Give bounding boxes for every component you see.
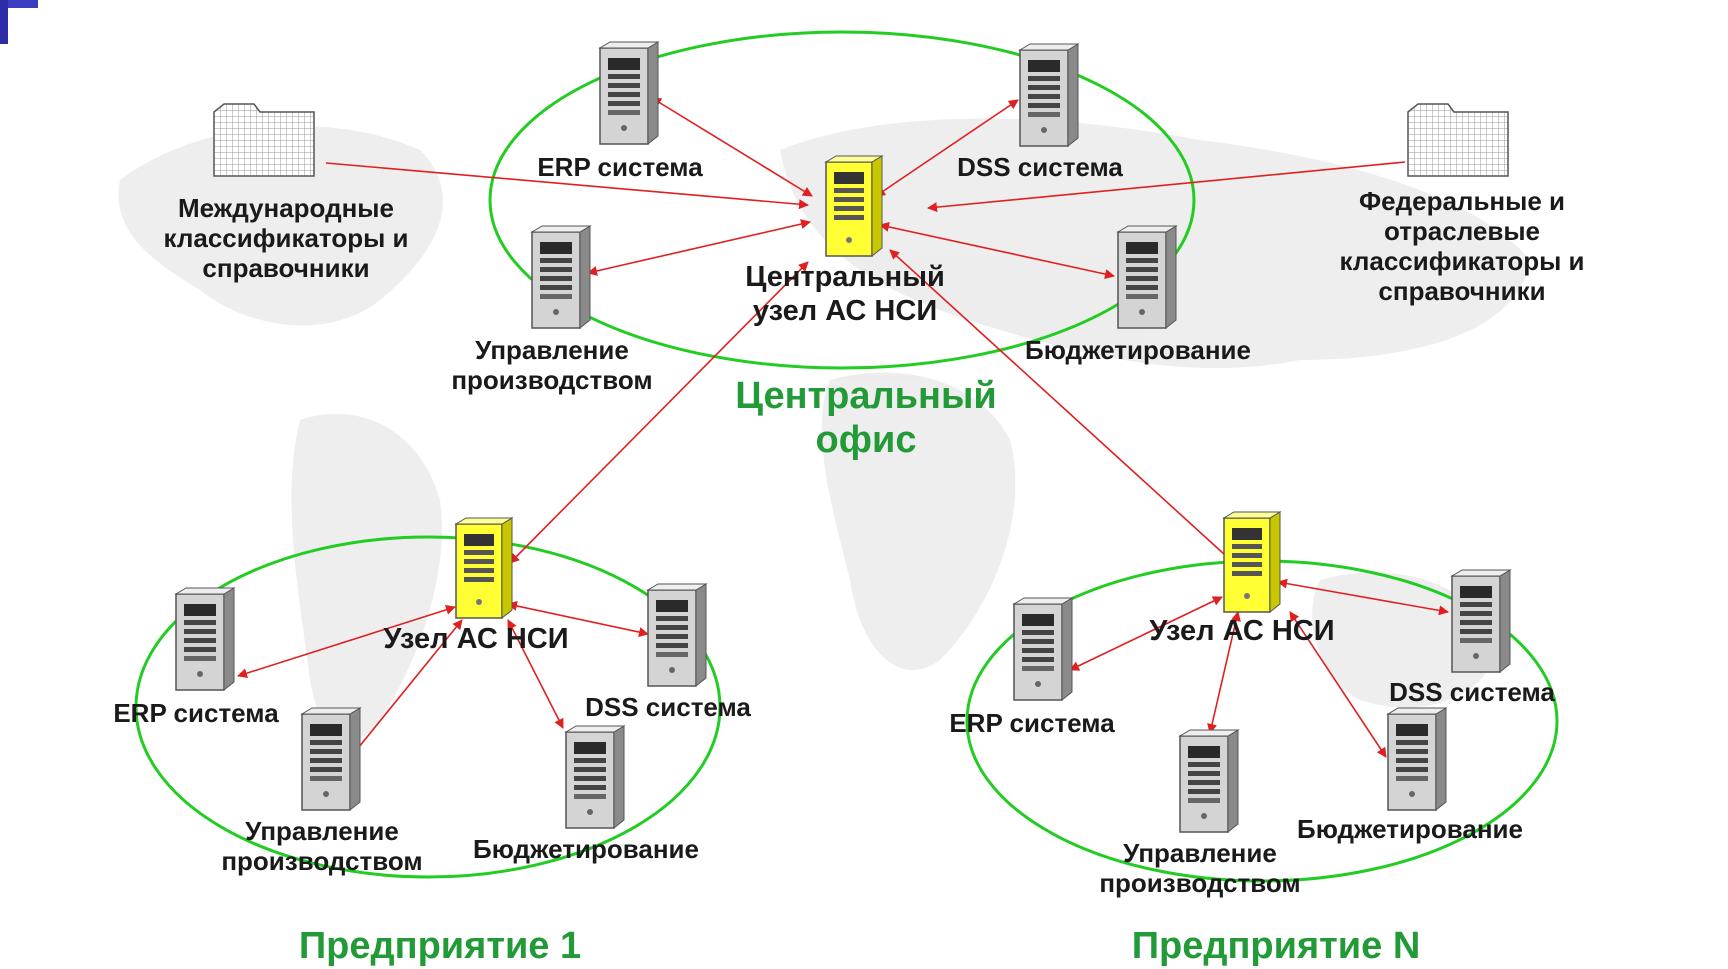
arrow-e1-dss	[507, 600, 649, 638]
e1-dss-label: DSS система	[585, 692, 751, 722]
arrow-central-erp	[651, 97, 813, 197]
en-prod-label-line2: производством	[1099, 868, 1301, 898]
e1-prod-label-line2: производством	[221, 846, 423, 876]
arrow-fed-to-central	[927, 161, 1406, 213]
server-icon	[1451, 569, 1511, 673]
central-prod-label-line1: Управление	[475, 335, 629, 365]
central-office-title-line2: офис	[815, 419, 917, 461]
central-office-ellipse	[488, 30, 1196, 370]
enterprise-n-title: Предприятие N	[1131, 925, 1421, 967]
central-office-title-line1: Центральный	[735, 375, 997, 417]
central-budget-label: Бюджетирование	[1025, 335, 1251, 365]
enterprise-1-title: Предприятие 1	[298, 925, 582, 967]
fed-ref-label-line1: Федеральные и	[1358, 186, 1566, 216]
fed-ref-label-line3: классификаторы и	[1339, 246, 1585, 276]
fed-ref-label-line2: отраслевые	[1383, 216, 1541, 246]
en-prod-label-line1: Управление	[1123, 838, 1277, 868]
intl-ref-label: Международные классификаторы и справочни…	[164, 193, 409, 283]
central-node-label-line2: узел АС НСИ	[752, 295, 938, 327]
e1-erp-label: ERP система	[113, 698, 279, 728]
arrow-en-prod	[1207, 611, 1241, 734]
central-prod-label: Управление производством	[451, 335, 652, 395]
en-budget-label: Бюджетирование	[1297, 814, 1523, 844]
fed-ref-label-line4: справочники	[1378, 276, 1546, 306]
server-icon	[599, 41, 659, 145]
server-icon	[1117, 225, 1177, 329]
intl-ref-label-line3: справочники	[202, 253, 370, 283]
hub-server-icon	[825, 155, 883, 257]
arrow-e1-budget	[507, 619, 564, 729]
server-icon	[647, 583, 707, 687]
e1-node-label: Узел АС НСИ	[383, 623, 569, 655]
arrow-e1-prod	[349, 619, 463, 759]
e1-budget-label: Бюджетирование	[473, 834, 699, 864]
fed-ref-label: Федеральные и отраслевые классификаторы …	[1340, 186, 1585, 306]
arrow-intl-to-central	[325, 162, 809, 210]
arrow-en-dss	[1277, 578, 1449, 616]
arrow-central-en	[889, 249, 1237, 566]
hub-server-icon	[455, 517, 513, 619]
intl-ref-label-line2: классификаторы и	[163, 223, 409, 253]
enterprise-1-ellipse	[134, 535, 722, 879]
arrow-en-erp	[1069, 596, 1223, 671]
intl-ref-label-line1: Международные	[178, 193, 394, 223]
server-icon	[175, 587, 235, 691]
arrow-central-e1	[509, 261, 809, 564]
arrow-e1-erp	[237, 604, 456, 679]
en-prod-label: Управление производством	[1099, 838, 1300, 898]
server-icon	[1387, 707, 1447, 811]
en-dss-label: DSS система	[1389, 677, 1555, 707]
server-icon	[1013, 597, 1073, 701]
folder-icon	[213, 103, 315, 177]
central-node-label: Центральный узел АС НСИ	[745, 260, 945, 328]
slide-corner-accent-top	[8, 0, 38, 8]
arrow-en-budget	[1289, 611, 1387, 758]
arrow-central-dss	[875, 99, 1019, 197]
server-icon	[565, 725, 625, 829]
central-office-title: Центральный офис	[735, 374, 997, 462]
en-node-label: Узел АС НСИ	[1149, 615, 1335, 647]
central-prod-label-line2: производством	[451, 365, 653, 395]
server-icon	[301, 707, 361, 811]
hub-server-icon	[1223, 511, 1281, 613]
e1-prod-label-line1: Управление	[245, 816, 399, 846]
server-icon	[531, 225, 591, 329]
server-icon	[1179, 729, 1239, 833]
central-dss-label: DSS система	[957, 152, 1123, 182]
central-node-label-line1: Центральный	[745, 261, 945, 293]
server-icon	[1019, 43, 1079, 147]
central-erp-label: ERP система	[537, 152, 703, 182]
en-erp-label: ERP система	[949, 708, 1115, 738]
e1-prod-label: Управление производством	[221, 816, 422, 876]
folder-icon	[1407, 103, 1509, 177]
slide-corner-accent	[0, 0, 8, 44]
